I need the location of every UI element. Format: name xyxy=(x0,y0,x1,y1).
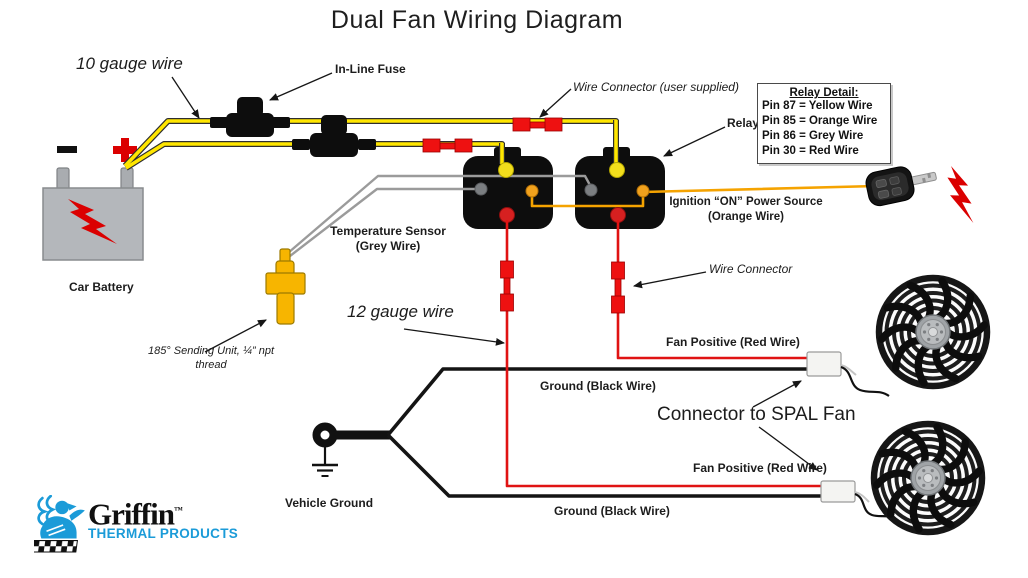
sending-unit xyxy=(265,248,306,325)
arrow-sending-unit xyxy=(204,319,267,353)
arrow-wire-connector xyxy=(632,271,707,289)
battery-negative-sign xyxy=(57,146,77,153)
relay-2-terminals xyxy=(584,162,650,223)
relay-1-terminals xyxy=(474,162,539,223)
spal-connector-1 xyxy=(806,351,842,377)
griffin-brand-name: Griffin xyxy=(88,496,175,532)
arrow-spal-bottom xyxy=(758,426,818,471)
label-relay: Relay xyxy=(727,116,760,130)
griffin-tagline: THERMAL PRODUCTS xyxy=(88,526,239,542)
label-ignition-power: Ignition “ON” Power Source (Orange Wire) xyxy=(655,195,837,225)
label-temp-line1: Temperature Sensor xyxy=(330,224,446,238)
yellow-wire-drops xyxy=(499,120,619,164)
relay-detail-pin-85: Pin 85 = Orange Wire xyxy=(762,115,878,127)
griffin-lion-icon xyxy=(34,495,85,553)
relay-detail-pin-30: Pin 30 = Red Wire xyxy=(762,145,859,157)
spal-fan-1 xyxy=(879,278,987,386)
page-title: Dual Fan Wiring Diagram xyxy=(330,6,624,34)
grey-sensor-wires xyxy=(287,174,593,257)
relay-detail-box: Relay Detail: Pin 87 = Yellow Wire Pin 8… xyxy=(757,83,891,164)
orange-ignition-wire xyxy=(530,184,877,208)
inline-fuse-2 xyxy=(292,115,376,157)
label-sending-line1: 185° Sending Unit, ¼” npt xyxy=(147,345,275,357)
griffin-brand: Griffin™ xyxy=(88,495,238,529)
car-battery xyxy=(42,138,144,261)
label-temp-line2: (Grey Wire) xyxy=(355,239,421,253)
ground-wire-fan1 xyxy=(386,367,808,437)
arrow-12-gauge xyxy=(403,328,506,346)
label-sending-line2: thread xyxy=(195,359,227,371)
label-wire-connector: Wire Connector xyxy=(709,262,793,276)
relay-detail-pin-87: Pin 87 = Yellow Wire xyxy=(762,100,873,112)
ignition-lightning-icon xyxy=(932,166,992,223)
wire-connector-red-2 xyxy=(611,261,625,314)
label-vehicle-ground: Vehicle Ground xyxy=(285,496,374,510)
wire-connector-lower xyxy=(422,138,473,153)
inline-fuse-1 xyxy=(210,97,290,137)
griffin-logo-text: Griffin™ THERMAL PRODUCTS xyxy=(88,495,238,541)
label-inline-fuse: In-Line Fuse xyxy=(335,62,406,76)
label-sending-unit: 185° Sending Unit, ¼” npt thread xyxy=(146,344,276,372)
ground-symbol-icon xyxy=(312,447,338,477)
wire-connector-upper xyxy=(512,117,563,132)
arrow-10-gauge xyxy=(171,76,200,119)
relay-detail-pin-86: Pin 86 = Grey Wire xyxy=(762,130,864,142)
griffin-logo: Griffin™ THERMAL PRODUCTS xyxy=(34,495,238,553)
arrow-wire-connector-user xyxy=(539,88,572,118)
label-temperature-sensor: Temperature Sensor (Grey Wire) xyxy=(325,224,451,254)
spal-fan-2 xyxy=(874,424,982,532)
spal-connector-2 xyxy=(820,480,856,503)
vehicle-ground xyxy=(312,367,822,498)
label-spal-connector: Connector to SPAL Fan xyxy=(657,404,856,425)
battery-positive-sign xyxy=(113,138,137,162)
label-ground1: Ground (Black Wire) xyxy=(540,379,656,393)
label-12-gauge-wire: 12 gauge wire xyxy=(347,302,454,321)
checkered-flag-icon xyxy=(34,540,79,553)
relay-detail-title: Relay Detail: xyxy=(789,87,859,99)
label-wire-connector-user: Wire Connector (user supplied) xyxy=(573,80,739,94)
arrow-spal-top xyxy=(752,380,802,408)
label-ground2: Ground (Black Wire) xyxy=(554,504,670,518)
ignition-key-icon xyxy=(865,166,937,207)
label-fan1-positive: Fan Positive (Red Wire) xyxy=(666,335,800,349)
arrow-relay xyxy=(663,126,726,157)
annotation-arrows xyxy=(171,72,818,471)
label-ignition-line2: (Orange Wire) xyxy=(708,211,784,223)
griffin-tm: ™ xyxy=(174,505,183,515)
label-ignition-line1: Ignition “ON” Power Source xyxy=(669,196,823,208)
label-10-gauge-wire: 10 gauge wire xyxy=(76,54,183,73)
red-12-gauge-wires xyxy=(505,220,822,488)
wire-connector-red-1 xyxy=(500,260,514,312)
arrow-inline-fuse xyxy=(269,72,333,101)
label-car-battery: Car Battery xyxy=(69,280,134,294)
label-fan2-positive: Fan Positive (Red Wire) xyxy=(693,461,827,475)
ground-wire-fan2 xyxy=(386,433,822,498)
